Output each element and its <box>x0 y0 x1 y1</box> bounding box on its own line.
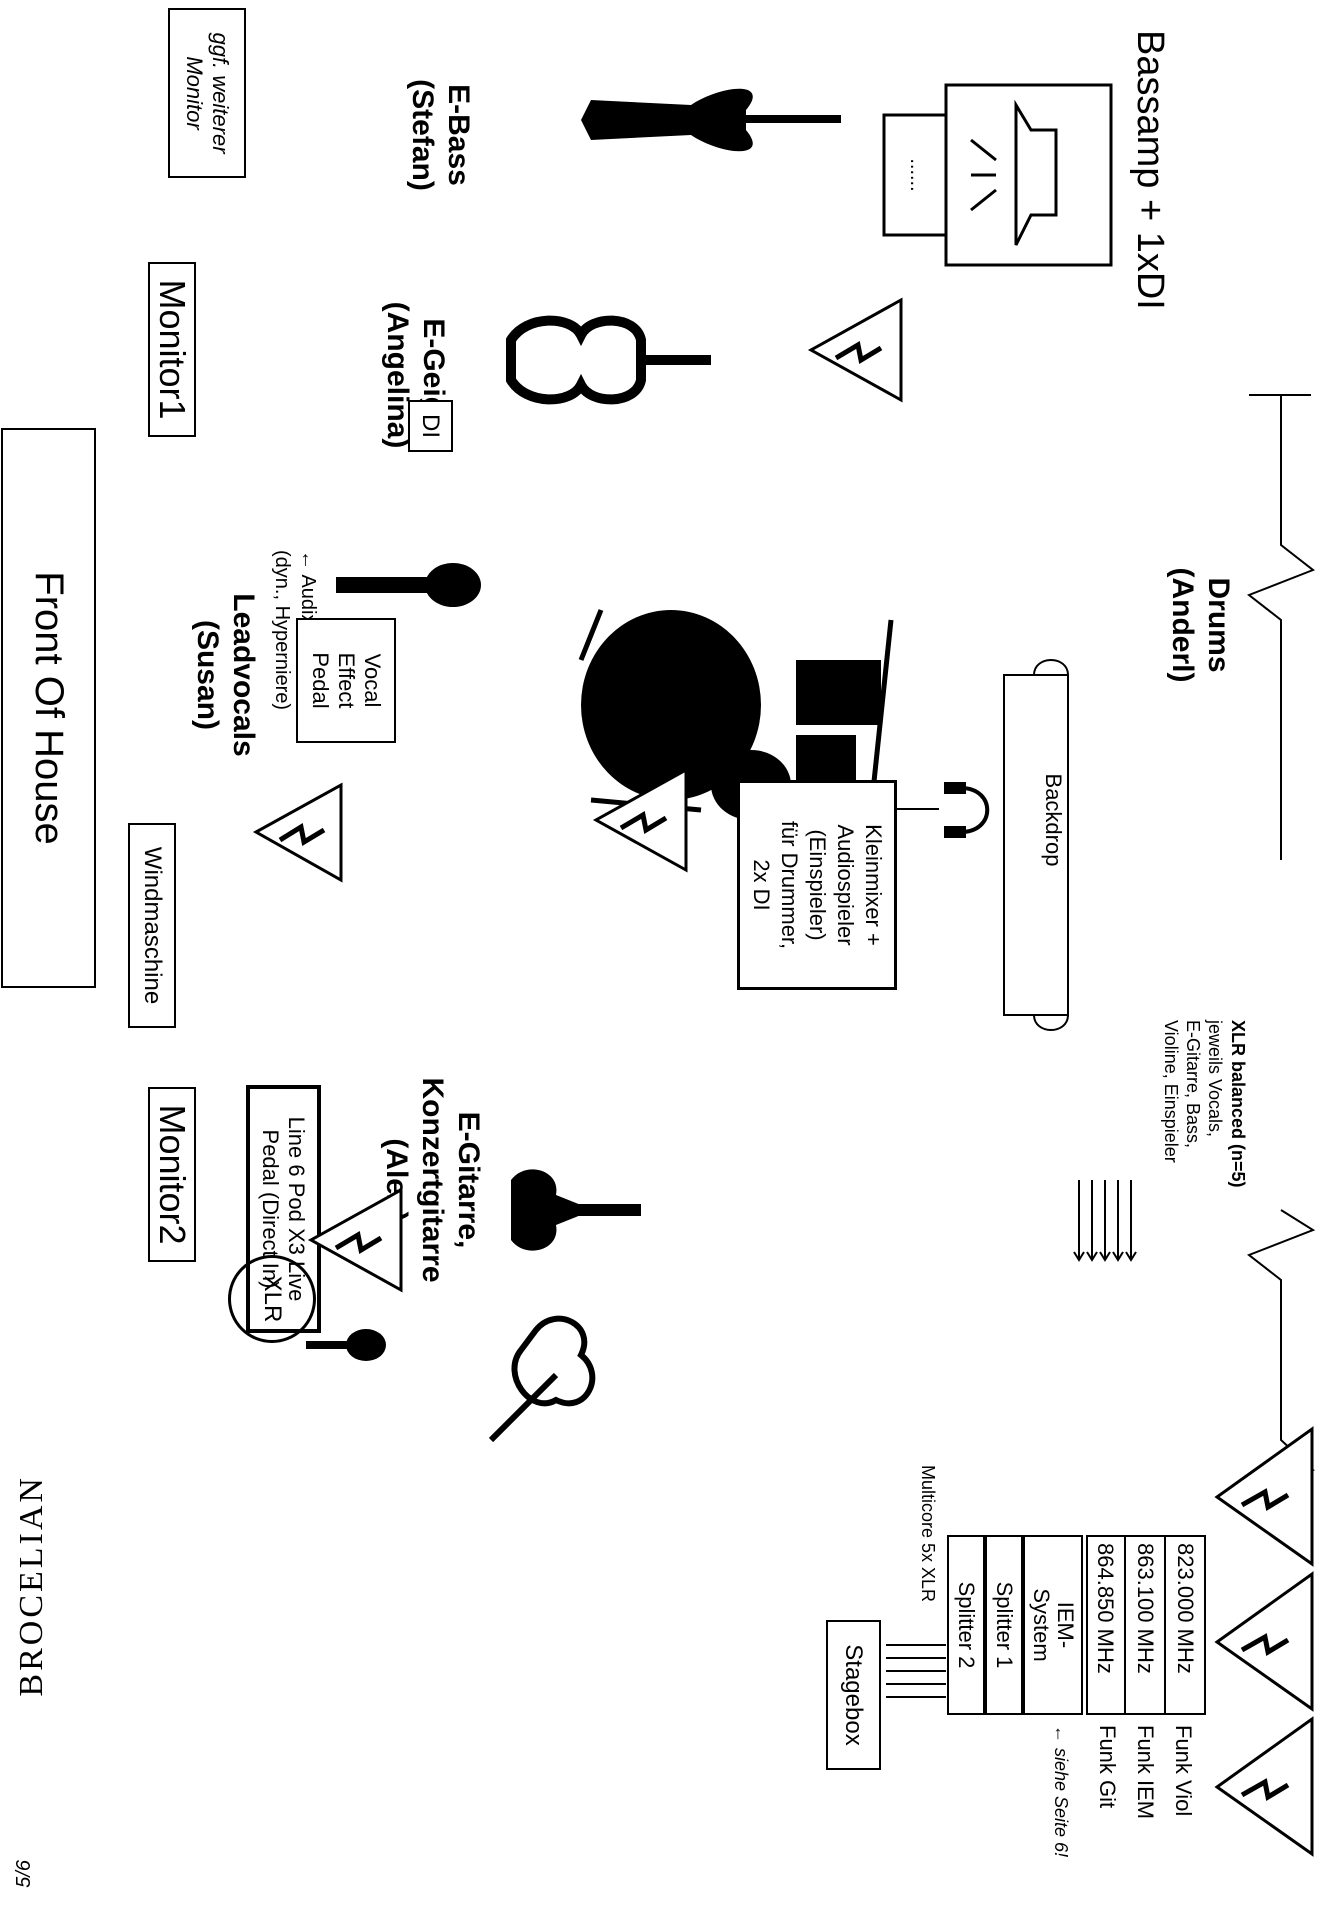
extra-monitor-box: ggf. weiterer Monitor <box>168 8 246 178</box>
headphone-cable <box>897 808 939 810</box>
see-page-note: ← siehe Seite 6! <box>1051 1725 1071 1858</box>
page-number: 5/6 <box>13 1860 35 1888</box>
power-warning-icon <box>807 297 903 403</box>
xlr-circle: XLR <box>228 1255 316 1343</box>
rf-row: 864.850 MHz <box>1086 1537 1124 1713</box>
rf-row: 863.100 MHz <box>1124 1537 1164 1713</box>
splitter2-box: Splitter 2 <box>947 1535 985 1715</box>
electric-guitar-icon <box>511 1169 641 1251</box>
rf-row: 823.000 MHz <box>1164 1537 1204 1713</box>
bass-amp-speaker-icon: ...... <box>882 83 1113 267</box>
backdrop-label: Backdrop <box>1041 773 1066 867</box>
rf-frequency: 864.850 MHz <box>1093 1543 1118 1674</box>
stagebox-box: Stagebox <box>826 1620 881 1770</box>
rf-label-1: Funk Viol <box>1171 1725 1196 1817</box>
xlr-balanced-detail: jeweils Vocals, E-Gitarre, Bass, Violine… <box>1161 1020 1225 1163</box>
power-warning-icon <box>252 782 343 883</box>
rf-frequency: 823.000 MHz <box>1173 1543 1198 1674</box>
acoustic-guitar-icon <box>488 1315 596 1443</box>
rf-label-3: Funk Git <box>1095 1725 1120 1809</box>
rf-label-2: Funk IEM <box>1133 1725 1158 1820</box>
headphones-icon <box>944 782 990 838</box>
drummer-mixer-box: Kleinmixer + Audiospieler (Einspieler) f… <box>737 780 897 990</box>
bass-player-label: E-Bass (Stefan) <box>406 79 475 191</box>
monitor1-wedge: Monitor1 <box>148 262 196 437</box>
vocal-mic-icon <box>336 563 481 607</box>
splitter1-box: Splitter 1 <box>985 1535 1023 1715</box>
leadvocals-label: Leadvocals (Susan) <box>191 593 260 757</box>
vocal-effect-pedal-box: Vocal Effect Pedal <box>296 618 396 743</box>
rf-frequency-table: 823.000 MHz 863.100 MHz 864.850 MHz <box>1086 1535 1206 1715</box>
rf-frequency: 863.100 MHz <box>1133 1543 1158 1674</box>
xlr-input-arrows <box>1073 1180 1137 1262</box>
iem-system-box: IEM- System <box>1023 1535 1083 1715</box>
backdrop-banner <box>1003 659 1069 1031</box>
power-warning-icon <box>1214 1571 1314 1712</box>
front-of-house-box: Front Of House <box>1 428 96 988</box>
drums-label: Drums (Anderl) <box>1166 567 1235 683</box>
power-warning-icon <box>1214 1716 1314 1857</box>
xlr-mic-icon <box>306 1329 386 1361</box>
multicore-label: Multicore 5x XLR <box>918 1465 938 1603</box>
xlr-balanced-title: XLR balanced (n=5) <box>1228 1020 1248 1188</box>
power-warning-icon <box>307 1187 403 1293</box>
windmaschine-box: Windmaschine <box>128 823 176 1028</box>
multicore-arrows <box>886 1644 946 1698</box>
svg-text:......: ...... <box>906 158 928 191</box>
bass-guitar-icon <box>581 88 841 152</box>
di-box: DI <box>408 400 453 452</box>
power-warning-icon <box>1214 1426 1314 1567</box>
band-logo: BROCELIAN <box>13 1475 50 1697</box>
violin-icon <box>506 315 711 405</box>
monitor2-wedge: Monitor2 <box>148 1087 196 1262</box>
power-warning-icon <box>592 767 688 873</box>
bassamp-label: Bassamp + 1xDI <box>1129 30 1171 310</box>
